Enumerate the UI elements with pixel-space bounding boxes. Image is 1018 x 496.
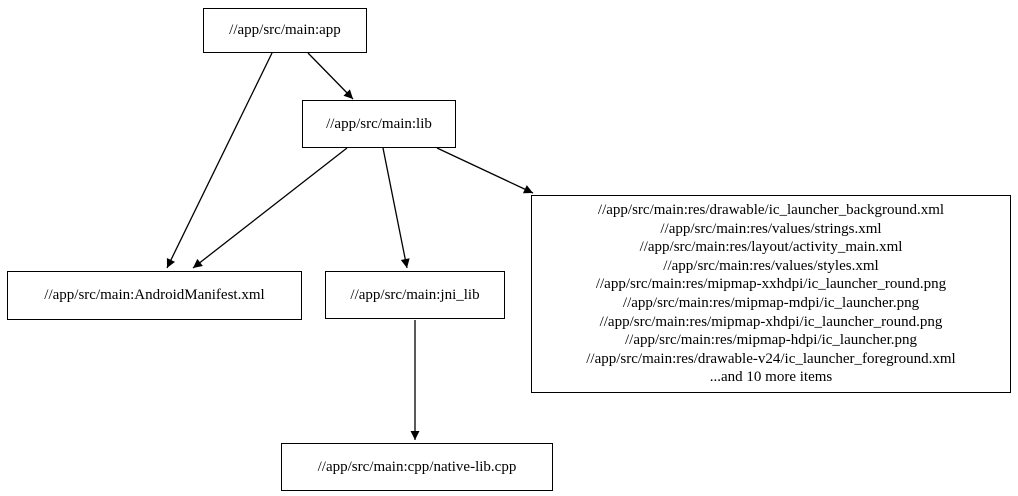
node-native-lib: //app/src/main:cpp/native-lib.cpp bbox=[281, 443, 553, 491]
node-lib-label: //app/src/main:lib bbox=[326, 115, 432, 132]
node-jni-lib: //app/src/main:jni_lib bbox=[325, 271, 505, 319]
resource-item: //app/src/main:res/mipmap-xhdpi/ic_launc… bbox=[599, 313, 943, 330]
node-app: //app/src/main:app bbox=[203, 8, 367, 53]
resource-item: //app/src/main:res/drawable/ic_launcher_… bbox=[597, 202, 945, 219]
node-android-manifest-label: //app/src/main:AndroidManifest.xml bbox=[44, 287, 265, 304]
edge-lib-to-jni-lib bbox=[382, 147, 410, 269]
edge-lib-to-resources bbox=[436, 147, 534, 194]
edge-app-to-lib bbox=[307, 52, 354, 100]
resource-item: //app/src/main:res/values/styles.xml bbox=[663, 257, 879, 274]
resource-item: //app/src/main:res/values/strings.xml bbox=[660, 220, 882, 237]
node-native-lib-label: //app/src/main:cpp/native-lib.cpp bbox=[317, 458, 517, 475]
resource-item: //app/src/main:res/mipmap-hdpi/ic_launch… bbox=[624, 332, 917, 349]
resource-item: //app/src/main:res/mipmap-xxhdpi/ic_laun… bbox=[595, 276, 947, 293]
node-jni-lib-label: //app/src/main:jni_lib bbox=[350, 286, 480, 303]
node-android-manifest: //app/src/main:AndroidManifest.xml bbox=[7, 271, 302, 320]
resource-item: //app/src/main:res/drawable-v24/ic_launc… bbox=[586, 350, 956, 367]
edge-app-to-manifest bbox=[166, 52, 273, 269]
edge-lib-to-manifest bbox=[192, 147, 348, 269]
resource-item-more: ...and 10 more items bbox=[709, 369, 833, 386]
node-lib: //app/src/main:lib bbox=[302, 100, 456, 148]
node-app-label: //app/src/main:app bbox=[229, 22, 341, 39]
resource-item: //app/src/main:res/layout/activity_main.… bbox=[639, 239, 903, 256]
node-resources-group: //app/src/main:res/drawable/ic_launcher_… bbox=[531, 195, 1011, 393]
resource-item: //app/src/main:res/mipmap-mdpi/ic_launch… bbox=[622, 295, 920, 311]
